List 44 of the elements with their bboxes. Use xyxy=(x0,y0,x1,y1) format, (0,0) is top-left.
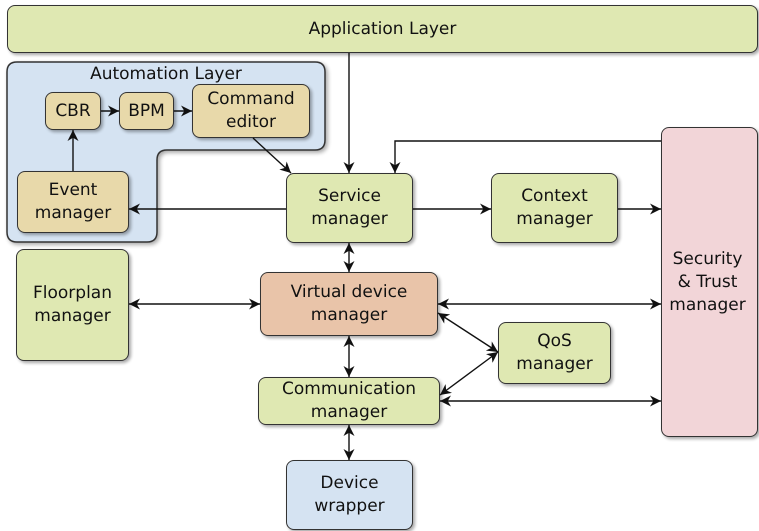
arrow xyxy=(440,396,661,406)
arrow xyxy=(390,140,661,173)
process-box xyxy=(498,322,611,384)
arrow xyxy=(252,137,292,174)
process-box xyxy=(491,173,618,243)
box-label: Device wrapper xyxy=(313,472,386,518)
box-label: Application Layer xyxy=(308,18,456,40)
process-box xyxy=(192,84,310,138)
box-label: BPM xyxy=(128,100,165,122)
process-box xyxy=(286,173,413,243)
process-box xyxy=(661,127,758,437)
box-label: CBR xyxy=(55,100,91,122)
arrow xyxy=(174,106,192,116)
box-label: Service manager xyxy=(310,185,389,231)
arrow xyxy=(129,298,260,310)
arrow xyxy=(438,312,498,353)
process-box xyxy=(17,171,129,233)
arrow xyxy=(344,243,354,272)
process-box xyxy=(260,272,438,336)
arrow xyxy=(68,130,78,171)
arrow xyxy=(344,336,354,377)
box-label: QoS manager xyxy=(515,330,594,376)
arrow xyxy=(413,204,491,214)
process-box xyxy=(258,377,440,425)
region-title: Automation Layer xyxy=(89,63,243,86)
arrow xyxy=(438,298,661,310)
box-label: Context manager xyxy=(515,185,594,231)
process-box xyxy=(16,249,129,361)
process-box xyxy=(286,460,413,530)
arrow xyxy=(101,106,119,116)
arrow xyxy=(440,351,498,396)
box-label: Event manager xyxy=(34,179,112,225)
arrow xyxy=(344,53,354,173)
arrow xyxy=(618,204,661,214)
arrow xyxy=(129,204,286,214)
process-box xyxy=(7,5,758,53)
arrow xyxy=(344,425,354,460)
process-box xyxy=(119,92,174,130)
box-label: Command editor xyxy=(206,88,296,134)
box-label: Virtual device manager xyxy=(290,281,408,327)
box-label: Communication manager xyxy=(281,378,417,424)
box-label: Floorplan manager xyxy=(32,282,113,328)
process-box xyxy=(45,92,101,130)
box-label: Security & Trust manager xyxy=(669,248,746,316)
